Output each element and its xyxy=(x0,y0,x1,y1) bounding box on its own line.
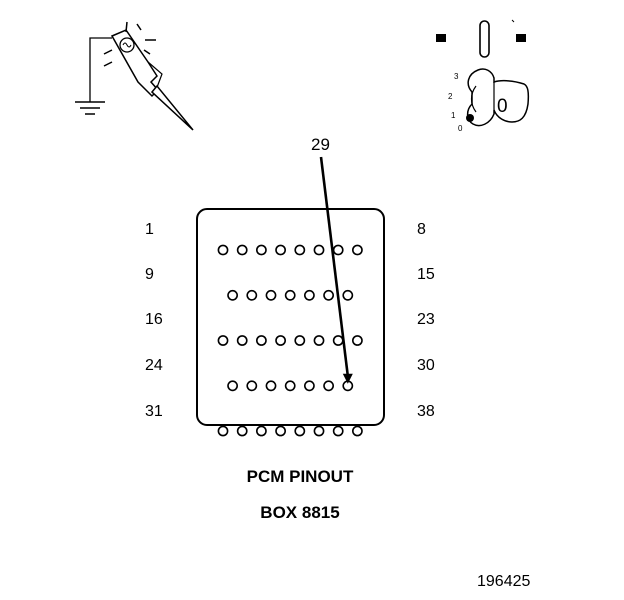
pin-11 xyxy=(265,289,277,301)
pin-7 xyxy=(332,244,344,256)
diagram-title: PCM PINOUT xyxy=(246,467,354,486)
key-position-3: 3 xyxy=(454,72,459,81)
pin-9 xyxy=(227,289,238,301)
pin-26 xyxy=(265,380,277,392)
figure-number: 196425 xyxy=(477,573,531,590)
ignition-key-icon xyxy=(436,19,530,127)
pin-25 xyxy=(246,380,258,392)
pin-20 xyxy=(294,335,306,346)
connector-outline xyxy=(196,208,385,426)
pin-4 xyxy=(275,244,286,256)
pin-32 xyxy=(236,425,248,437)
callout-line xyxy=(319,156,350,376)
pin-1 xyxy=(217,244,229,256)
row-label-right-5: 38 xyxy=(417,403,435,420)
pin-35 xyxy=(294,425,306,437)
row-label-right-4: 30 xyxy=(417,357,435,374)
callout-arrowhead xyxy=(342,373,353,384)
pin-5 xyxy=(294,244,306,256)
pin-6 xyxy=(313,244,325,256)
row-label-left-4: 24 xyxy=(145,357,163,374)
pin-12 xyxy=(284,289,296,301)
pin-15 xyxy=(342,289,354,301)
pin-22 xyxy=(332,335,344,346)
pin-10 xyxy=(246,289,258,301)
pin-24 xyxy=(227,380,238,392)
pin-16 xyxy=(217,335,229,346)
row-label-left-3: 16 xyxy=(145,311,163,328)
pin-27 xyxy=(284,380,296,392)
callout-pin-number: 29 xyxy=(311,135,330,154)
pin-19 xyxy=(275,335,286,346)
pin-34 xyxy=(275,425,286,437)
pin-37 xyxy=(332,425,344,437)
pin-14 xyxy=(323,289,334,301)
pin-23 xyxy=(351,335,363,346)
key-position-2: 2 xyxy=(448,92,453,101)
pin-38 xyxy=(351,425,363,437)
pin-36 xyxy=(313,425,325,437)
row-label-right-2: 15 xyxy=(417,266,435,283)
pin-28 xyxy=(303,380,315,392)
row-label-right-3: 23 xyxy=(417,311,435,328)
row-label-left-5: 31 xyxy=(145,403,163,420)
pin-18 xyxy=(255,335,267,346)
test-light-icon xyxy=(75,21,194,131)
key-position-1: 1 xyxy=(451,111,456,120)
ground-icon xyxy=(75,101,105,115)
key-position-0: 0 xyxy=(458,124,463,133)
pin-29 xyxy=(323,380,334,392)
row-label-right-1: 8 xyxy=(417,221,426,238)
pin-3 xyxy=(255,244,267,256)
row-label-left-1: 1 xyxy=(145,221,154,238)
pin-21 xyxy=(313,335,325,346)
key-label: 0 xyxy=(497,96,508,117)
pin-8 xyxy=(351,244,363,256)
pin-33 xyxy=(255,425,267,437)
pin-31 xyxy=(217,425,229,437)
pin-17 xyxy=(236,335,248,346)
pin-13 xyxy=(303,289,315,301)
diagram-subtitle: BOX 8815 xyxy=(260,503,340,522)
pin-2 xyxy=(236,244,248,256)
row-label-left-2: 9 xyxy=(145,266,154,283)
